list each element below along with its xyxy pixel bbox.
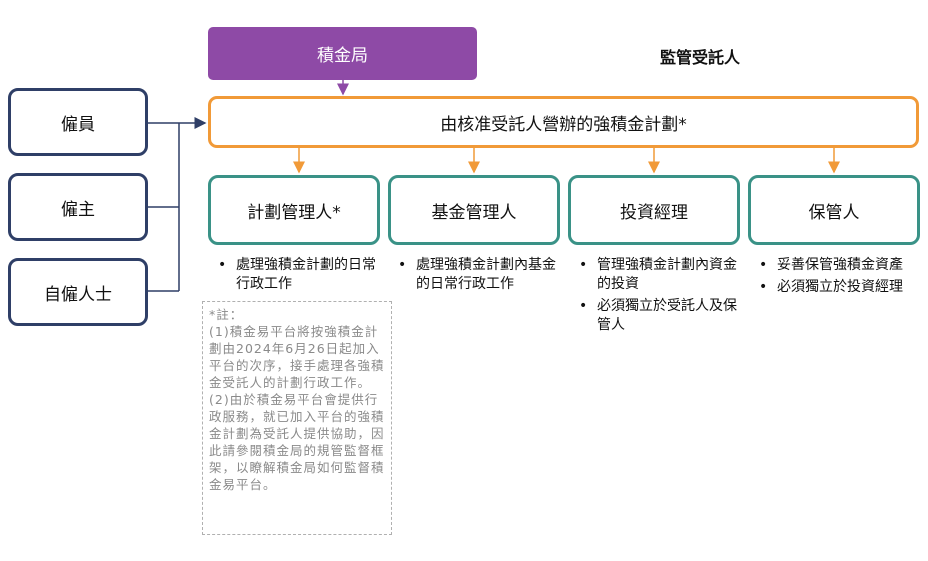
role-description-list: 管理強積金計劃內資金的投資 必須獨立於受託人及保管人 <box>576 256 741 338</box>
scheme-box: 由核准受託人營辦的強積金計劃* <box>208 96 919 148</box>
role-investment-manager: 投資經理 <box>568 175 740 245</box>
mpfa-box: 積金局 <box>208 27 477 80</box>
party-label: 僱主 <box>61 199 95 220</box>
role-description-item: 妥善保管強積金資產 <box>756 256 921 275</box>
role-description-item: 管理強積金計劃內資金的投資 <box>576 256 741 294</box>
role-description-item: 必須獨立於受託人及保管人 <box>576 297 741 335</box>
footnote-item: (1)積金易平台將按強積金計劃由2024年6月26日起加入平台的次序，接手處理各… <box>209 324 385 390</box>
party-label: 自僱人士 <box>44 284 112 305</box>
role-description-item: 必須獨立於投資經理 <box>756 278 921 297</box>
footnote-heading: *註： <box>209 307 244 322</box>
role-label: 計劃管理人* <box>247 202 341 223</box>
party-employer: 僱主 <box>8 173 148 241</box>
footnote-box: *註： (1)積金易平台將按強積金計劃由2024年6月26日起加入平台的次序，接… <box>202 301 392 535</box>
party-employee: 僱員 <box>8 88 148 156</box>
role-description-list: 處理強積金計劃的日常行政工作 <box>215 256 380 297</box>
trustee-supervision-label: 監管受託人 <box>660 48 741 67</box>
footnote-item: (2)由於積金易平台會提供行政服務，就已加入平台的強積金計劃為受託人提供協助，因… <box>209 392 385 492</box>
role-label: 基金管理人 <box>431 202 517 223</box>
role-label: 保管人 <box>808 202 860 223</box>
role-description-item: 處理強積金計劃內基金的日常行政工作 <box>395 256 560 294</box>
party-label: 僱員 <box>61 114 95 135</box>
role-fund-manager: 基金管理人 <box>388 175 560 245</box>
role-description-item: 處理強積金計劃的日常行政工作 <box>215 256 380 294</box>
role-label: 投資經理 <box>620 202 688 223</box>
mpfa-label: 積金局 <box>317 46 368 66</box>
role-description-list: 妥善保管強積金資產 必須獨立於投資經理 <box>756 256 921 300</box>
role-custodian: 保管人 <box>748 175 920 245</box>
scheme-label: 由核准受託人營辦的強積金計劃* <box>440 114 687 135</box>
role-description-list: 處理強積金計劃內基金的日常行政工作 <box>395 256 560 297</box>
party-self-employed: 自僱人士 <box>8 258 148 326</box>
role-scheme-administrator: 計劃管理人* <box>208 175 380 245</box>
